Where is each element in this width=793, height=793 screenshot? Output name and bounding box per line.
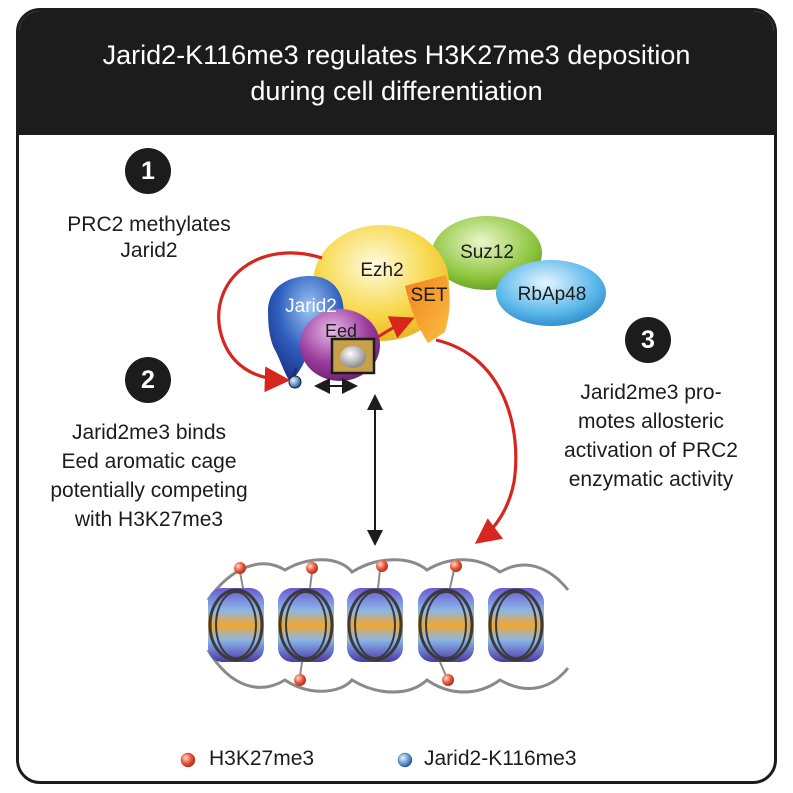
rbap48-subunit xyxy=(496,260,606,326)
nucleosome-3 xyxy=(347,588,403,662)
h3k27me3-mark xyxy=(294,674,306,686)
step-2-badge: 2 xyxy=(125,357,171,403)
h3k27me3-mark xyxy=(306,562,318,574)
suz12-label: Suz12 xyxy=(460,242,514,263)
legend-h3k27me3-label: H3K27me3 xyxy=(209,747,315,770)
step-1-line-2: Jarid2 xyxy=(120,239,178,262)
nucleosome-2 xyxy=(278,588,334,662)
h3k27me3-marks xyxy=(234,560,462,686)
eed-to-set-arrow xyxy=(377,316,415,339)
jarid2-label: Jarid2 xyxy=(285,296,337,317)
h3k27me3-mark xyxy=(234,562,246,574)
h3k27me3-mark xyxy=(450,560,462,572)
step-3-line-2: motes allosteric xyxy=(578,410,724,433)
legend-jarid2-symbol xyxy=(397,752,413,768)
nucleosome-5 xyxy=(488,588,544,662)
chromatin-fiber xyxy=(206,558,570,694)
title-line-2: during cell differentiation xyxy=(250,76,543,106)
step-3-line-4: enzymatic activity xyxy=(568,468,734,491)
step-3-line-3: activation of PRC2 xyxy=(564,439,738,462)
jarid2-k116me3-mark xyxy=(288,375,302,389)
title-banner: Jarid2-K116me3 regulates H3K27me3 deposi… xyxy=(19,11,774,135)
step-2-line-2: Eed aromatic cage xyxy=(61,450,237,473)
methylation-arrow xyxy=(217,251,323,393)
step-2-line-4: with H3K27me3 xyxy=(74,508,224,531)
set-domain xyxy=(405,275,450,343)
step-1-text: PRC2 methylates Jarid2 xyxy=(20,212,278,264)
dna-strand-top xyxy=(206,558,570,601)
rbap48-label: RbAp48 xyxy=(517,284,587,305)
step-2-line-1: Jarid2me3 binds xyxy=(71,421,227,444)
title-line-1: Jarid2-K116me3 regulates H3K27me3 deposi… xyxy=(102,40,691,70)
step-3-line-1: Jarid2me3 pro- xyxy=(580,381,722,404)
nucleosome-4 xyxy=(418,588,474,662)
h3k27me3-mark xyxy=(442,674,454,686)
step-2-text: Jarid2me3 binds Eed aromatic cage potent… xyxy=(20,418,278,534)
activation-arrow xyxy=(435,338,518,544)
step-1-line-1: PRC2 methylates xyxy=(67,213,231,236)
step-2-line-3: potentially competing xyxy=(50,479,248,502)
prc2-complex xyxy=(268,216,606,389)
h3k27me3-mark xyxy=(376,560,388,572)
eed-label: Eed xyxy=(324,321,358,341)
step-3-text: Jarid2me3 pro- motes allosteric activati… xyxy=(540,378,762,494)
legend-jarid2-label: Jarid2-K116me3 xyxy=(424,747,577,770)
nucleosome-1 xyxy=(208,588,264,662)
step-1-badge: 1 xyxy=(125,148,171,194)
step-3-badge: 3 xyxy=(625,317,671,363)
legend-h3k27me3-symbol xyxy=(180,752,196,768)
ezh2-label: Ezh2 xyxy=(360,260,404,281)
dna-strand-bottom xyxy=(206,649,570,694)
set-label: SET xyxy=(410,285,448,306)
cage-ligand xyxy=(340,346,366,368)
